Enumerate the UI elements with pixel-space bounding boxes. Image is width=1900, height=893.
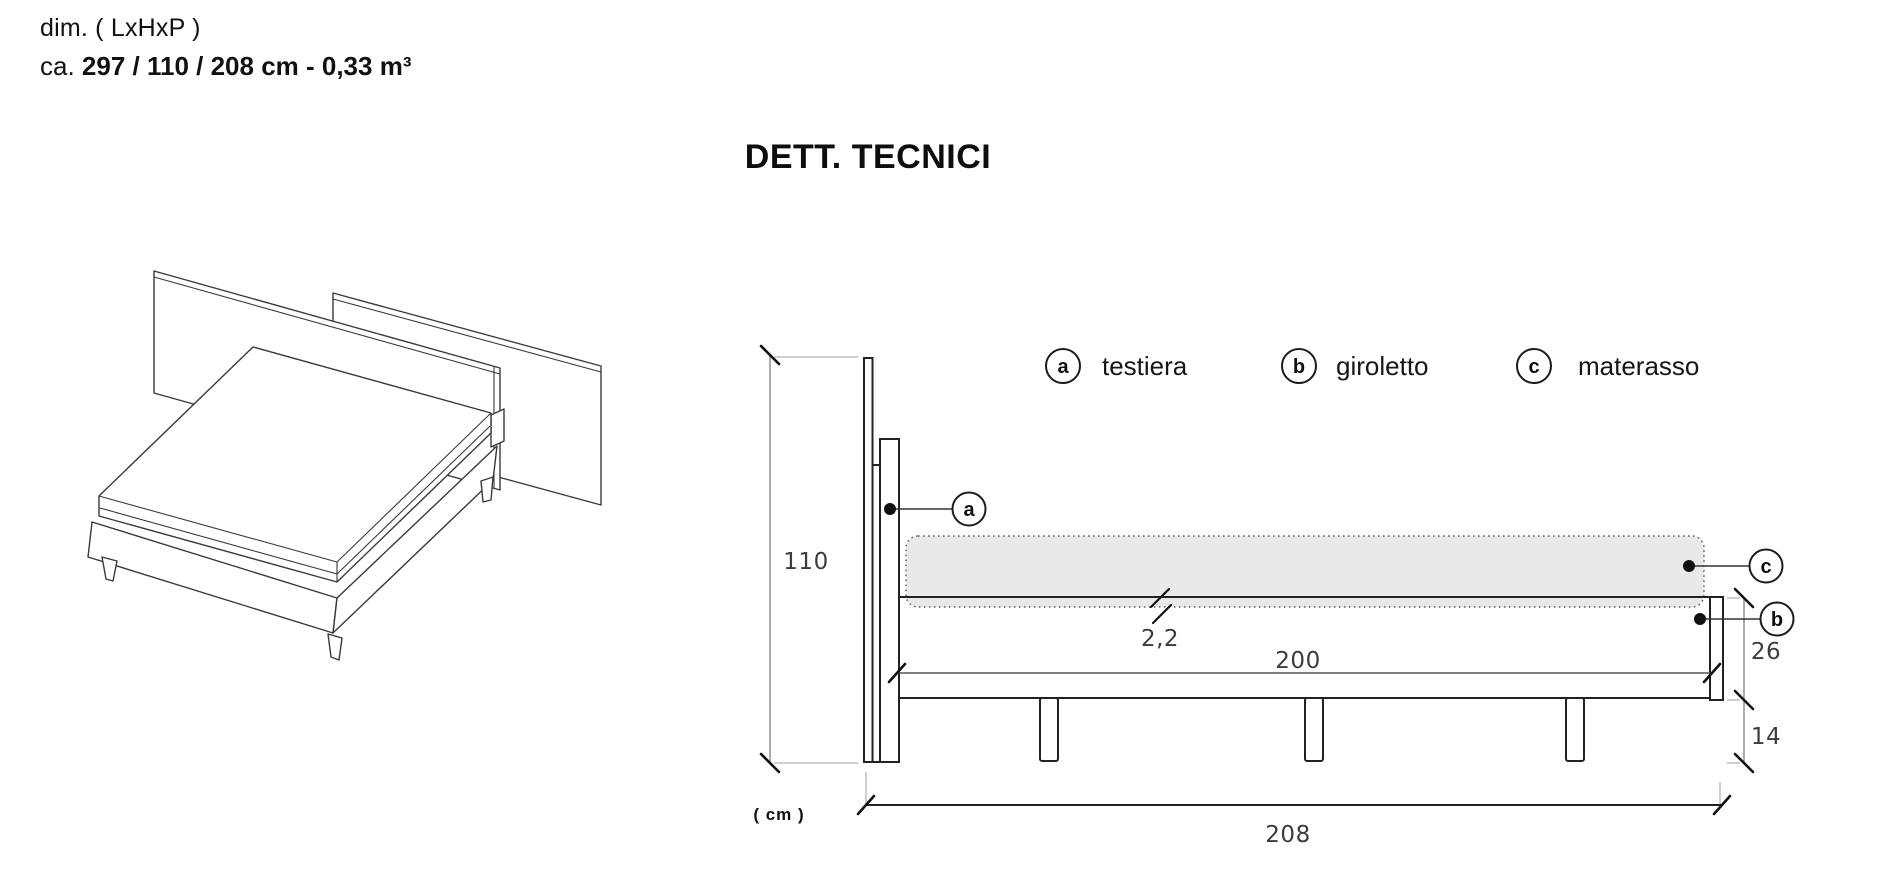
bed-leg — [327, 633, 343, 661]
legend-label-materasso: materasso — [1578, 351, 1699, 381]
callout-a-letter: a — [963, 499, 975, 521]
unit-label: ( cm ) — [753, 805, 804, 824]
callout-c-materasso: c — [1683, 548, 1784, 584]
dim-frame-height-label: 26 — [1751, 639, 1781, 665]
legend-label-testiera: testiera — [1102, 351, 1188, 381]
dimension-height-110: 110 — [759, 344, 858, 774]
legend-key-b: b — [1293, 356, 1305, 378]
bed-leg — [1039, 697, 1059, 762]
legend-key-a: a — [1057, 356, 1069, 378]
dim-total-length-label: 208 — [1265, 822, 1310, 848]
dim-height-label: 110 — [783, 549, 828, 575]
legend-label-giroletto: giroletto — [1336, 351, 1429, 381]
dimension-values: ca. 297 / 110 / 208 cm - 0,33 m³ — [40, 51, 411, 82]
footboard — [1709, 596, 1724, 701]
dimension-value-text: 297 / 110 / 208 cm - 0,33 m³ — [81, 51, 412, 81]
dimension-frame-and-clearance: 26 14 — [1727, 587, 1781, 774]
callout-b-letter: b — [1771, 609, 1783, 631]
callout-b-giroletto: b — [1694, 601, 1795, 637]
bed-leg — [480, 476, 494, 503]
bed-leg — [1304, 697, 1324, 762]
dimension-format-label: dim. ( LxHxP ) — [40, 14, 201, 42]
mattress-side-view — [905, 535, 1705, 608]
dim-slat-label: 2,2 — [1141, 626, 1179, 652]
bed-frame-iso — [87, 408, 505, 661]
legend-circle-c — [1516, 348, 1552, 384]
callout-c-letter: c — [1760, 556, 1771, 578]
dim-clearance-label: 14 — [1751, 724, 1781, 750]
legend-circle-b — [1281, 348, 1317, 384]
headboard-side-view — [863, 357, 900, 763]
dimension-inner-length-200: 200 — [887, 648, 1722, 684]
page-title: DETT. TECNICI — [744, 138, 992, 176]
dimension-total-length-208: 208 ( cm ) — [753, 772, 1732, 848]
mattress-iso — [98, 346, 492, 583]
approx-prefix: ca. — [40, 51, 75, 81]
bed-frame-side-view — [899, 596, 1724, 762]
isometric-bed-drawing — [87, 270, 602, 661]
legend-circle-a — [1045, 348, 1081, 384]
technical-side-view: a testiera b giroletto c materasso 110 — [753, 344, 1795, 848]
legend: a testiera b giroletto c materasso — [1045, 348, 1699, 384]
dim-inner-length-label: 200 — [1275, 648, 1320, 674]
bed-leg — [1565, 697, 1585, 762]
bed-leg — [101, 556, 118, 582]
callout-a-testiera: a — [884, 491, 987, 527]
legend-key-c: c — [1528, 356, 1539, 378]
dimension-summary: dim. ( LxHxP ) ca. 297 / 110 / 208 cm - … — [40, 14, 411, 82]
dimension-slat-thickness: 2,2 — [1141, 587, 1179, 652]
